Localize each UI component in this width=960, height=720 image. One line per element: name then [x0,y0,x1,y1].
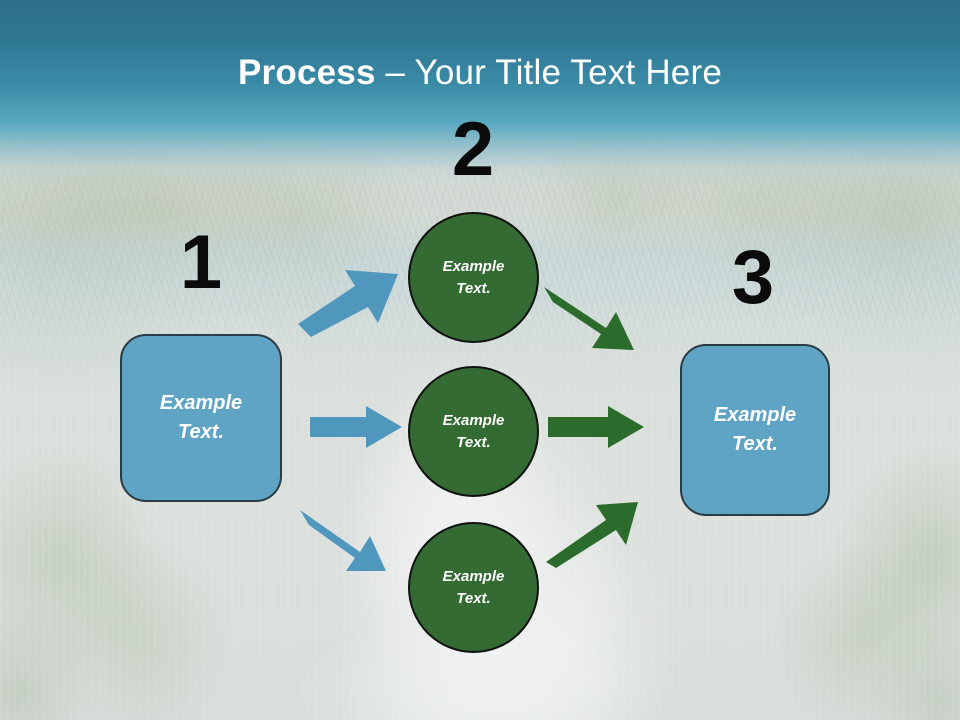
process-circle-bottom[interactable]: Example Text. [408,522,539,653]
step-number-3: 3 [731,235,775,320]
process-circle-middle[interactable]: Example Text. [408,366,539,497]
process-circle-top-label: Example Text. [442,257,505,297]
arrow-start-to-top [298,270,398,337]
process-circle-middle-label: Example Text. [442,411,505,451]
process-circle-top[interactable]: Example Text. [408,212,539,343]
slide-title: Process – Your Title Text Here [0,52,960,94]
arrow-middle-to-end [548,406,644,448]
process-end-box-label: Example Text. [713,404,797,455]
process-start-box[interactable]: Example Text. [120,334,282,502]
process-start-box-label: Example Text. [159,392,243,443]
arrow-bottom-to-end [546,502,638,568]
arrow-start-to-middle [310,406,402,448]
process-end-box[interactable]: Example Text. [680,344,830,516]
slide-title-bold: Process [238,53,376,92]
arrow-top-to-end [544,287,634,350]
arrow-start-to-bottom [300,510,386,571]
step-number-2: 2 [451,107,495,192]
slide-title-rest: – Your Title Text Here [375,53,722,92]
process-circle-bottom-label: Example Text. [442,567,505,607]
step-number-1: 1 [179,220,223,305]
